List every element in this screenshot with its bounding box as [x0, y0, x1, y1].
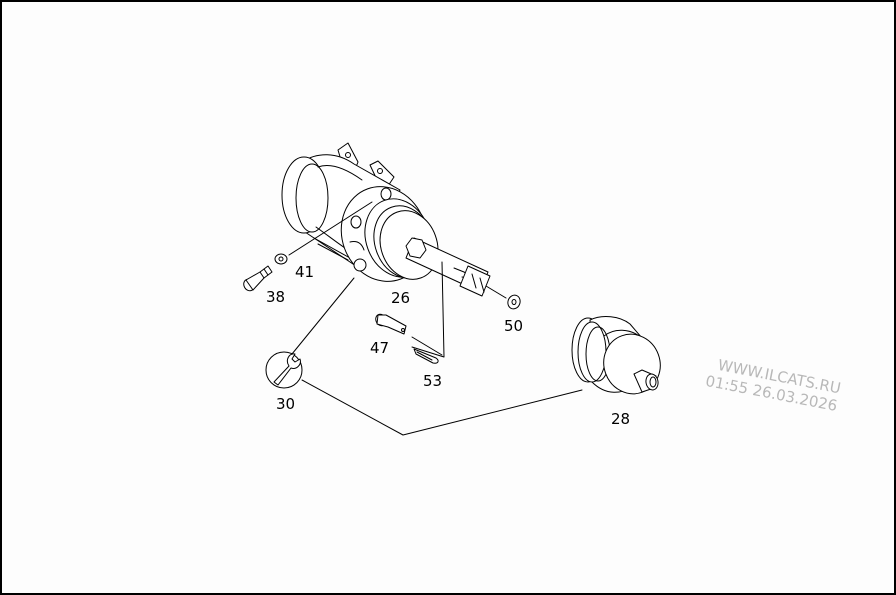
part-41-washer[interactable] — [274, 253, 288, 265]
callout-41[interactable]: 41 — [295, 263, 315, 281]
callout-38[interactable]: 38 — [266, 288, 286, 306]
part-30-wrench-icon[interactable] — [265, 351, 303, 389]
leader-line-30-28 — [301, 379, 583, 436]
callout-28[interactable]: 28 — [611, 410, 631, 428]
part-50-washer[interactable] — [506, 293, 522, 310]
callout-26[interactable]: 26 — [391, 289, 411, 307]
part-26-cylinder[interactable] — [281, 142, 491, 297]
leader-line-26-53 — [411, 261, 445, 358]
callout-30[interactable]: 30 — [276, 395, 296, 413]
callout-50[interactable]: 50 — [504, 317, 524, 335]
part-28-cap[interactable] — [571, 316, 669, 402]
leader-line-47 — [411, 336, 443, 356]
part-53-clip[interactable] — [413, 348, 439, 364]
leader-line-50 — [485, 285, 507, 299]
callout-47[interactable]: 47 — [370, 339, 390, 357]
callout-53[interactable]: 53 — [423, 372, 443, 390]
part-47-pin[interactable] — [374, 312, 407, 335]
leader-line-41 — [288, 201, 373, 256]
leader-line-30-26 — [291, 277, 355, 355]
part-38-bolt[interactable] — [242, 265, 273, 293]
